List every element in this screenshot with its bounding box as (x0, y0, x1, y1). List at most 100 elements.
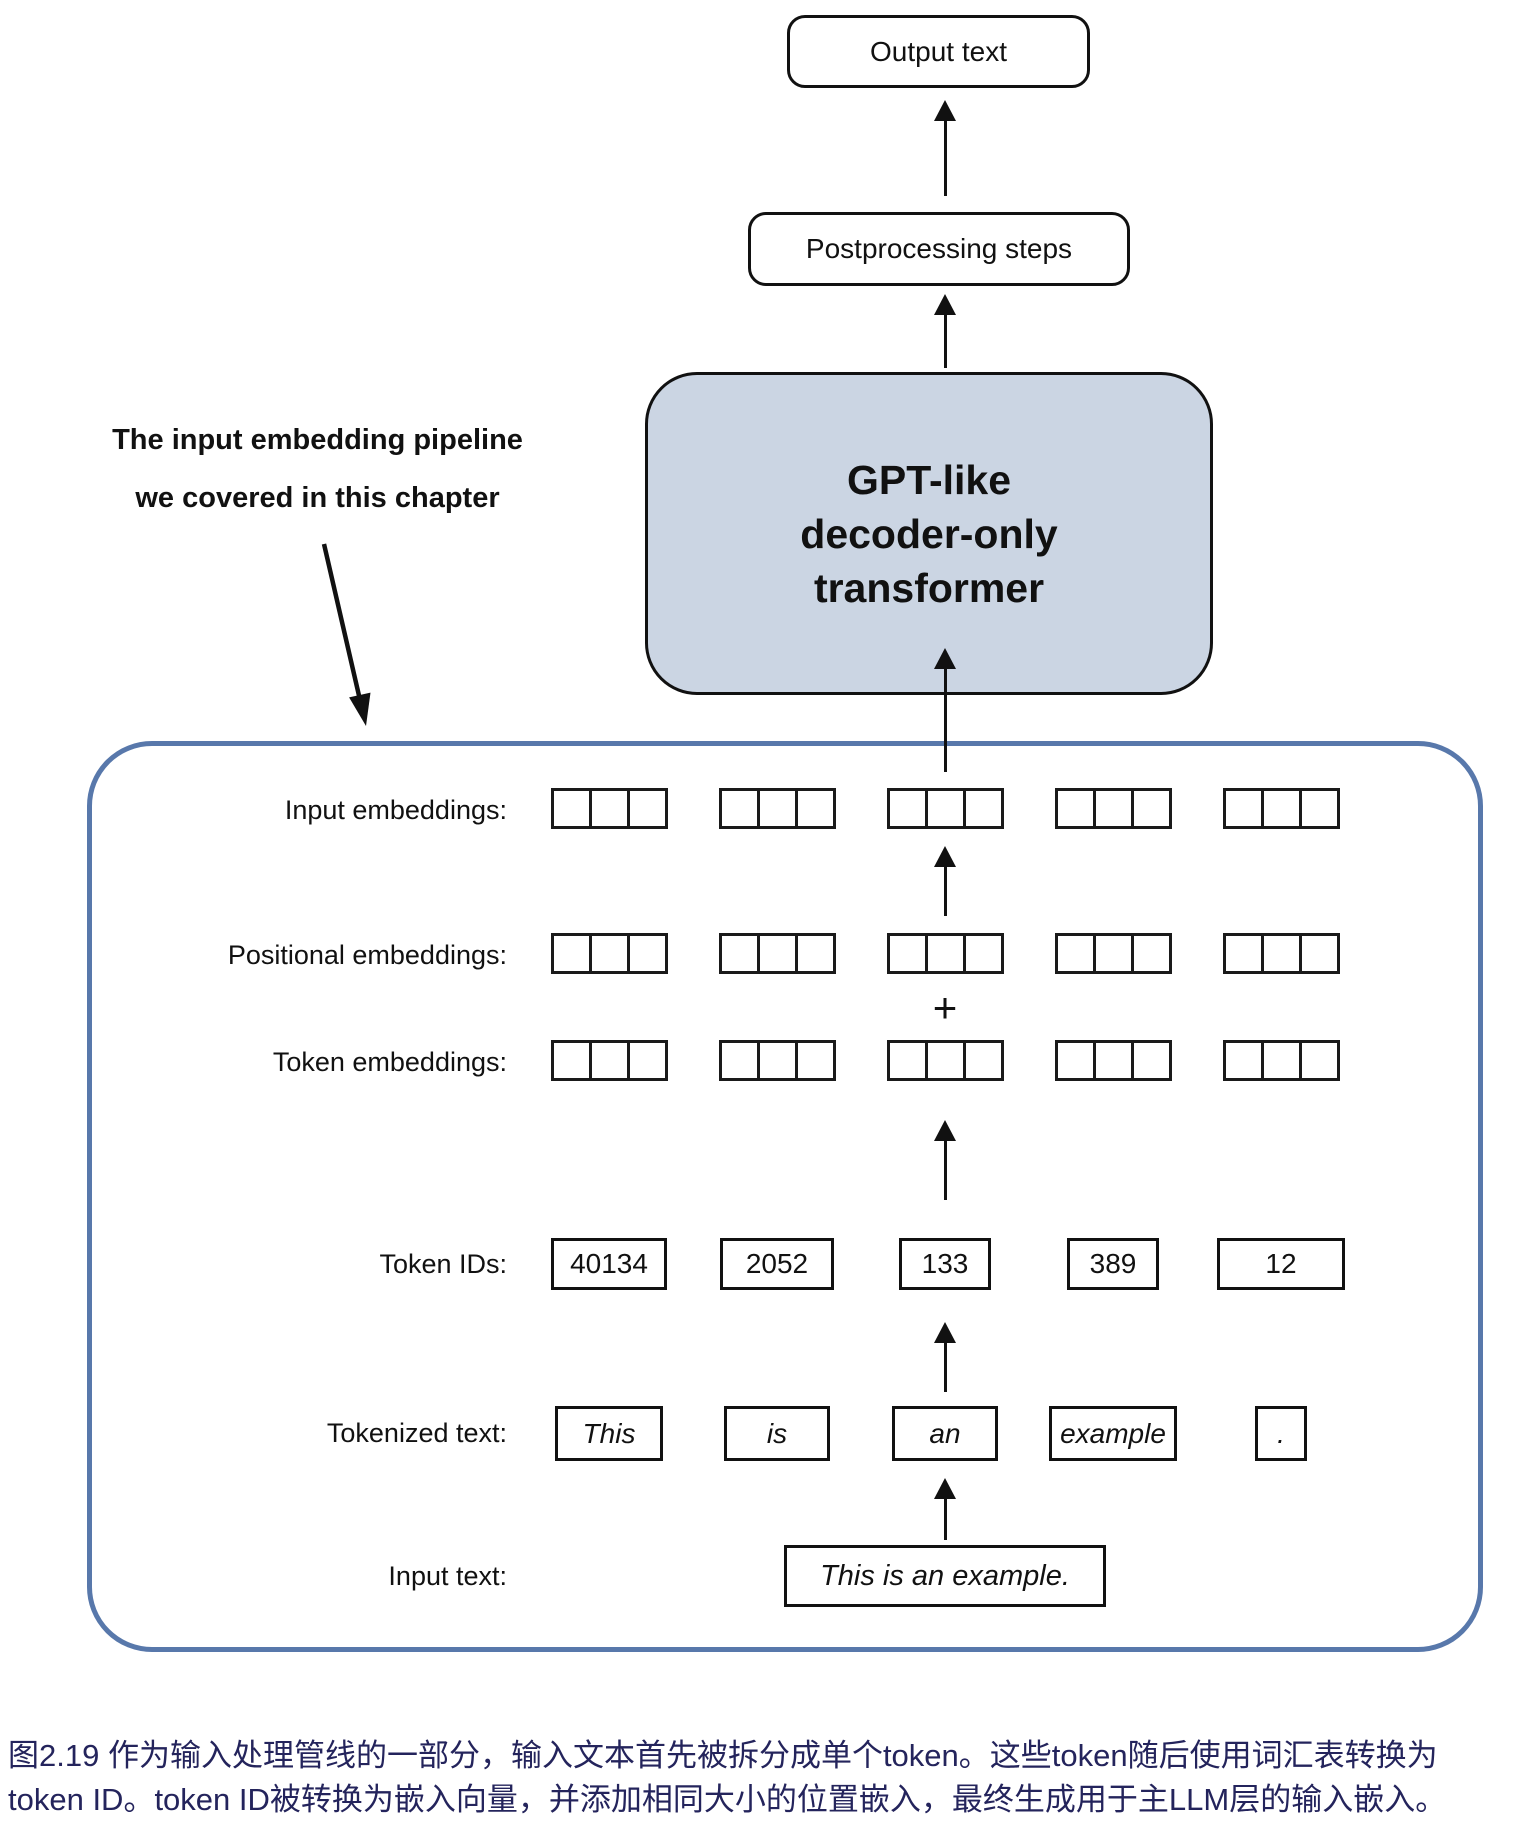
token-box: example (1049, 1406, 1177, 1461)
annotation-arrow (321, 543, 371, 726)
embedding-vector (1049, 1040, 1177, 1081)
postprocessing-steps-box: Postprocessing steps (748, 212, 1130, 286)
token-box: This (555, 1406, 663, 1461)
embedding-vector (1217, 788, 1345, 829)
token-embeddings-label: Token embeddings: (272, 1047, 507, 1077)
embedding-cell (1260, 1040, 1302, 1081)
arrow-embeddings-to-gpt (934, 648, 956, 772)
arrowhead-up-icon (934, 294, 956, 315)
embedding-cell (1092, 788, 1134, 829)
embedding-cell (550, 788, 592, 829)
embedding-cell (1298, 1040, 1340, 1081)
embedding-vector (881, 788, 1009, 829)
embedding-cell (1054, 933, 1096, 974)
embedding-cell (550, 933, 592, 974)
embedding-cell (756, 788, 798, 829)
embedding-cell (588, 933, 630, 974)
embedding-cell (1130, 933, 1172, 974)
token-id-box: 2052 (720, 1238, 834, 1290)
token-box: an (892, 1406, 998, 1461)
arrow-postprocessing-to-output (934, 100, 956, 196)
embedding-cell (1222, 788, 1264, 829)
gpt-box-line-2: decoder-only (800, 510, 1058, 557)
embedding-cell (550, 1040, 592, 1081)
embedding-cell (794, 933, 836, 974)
embedding-cell (718, 1040, 760, 1081)
token-embeddings-vectors (545, 1040, 1345, 1081)
embedding-cell (1222, 1040, 1264, 1081)
embedding-vector (881, 933, 1009, 974)
tokenized-text-label: Tokenized text: (326, 1418, 507, 1448)
arrowhead-up-icon (934, 1478, 956, 1499)
gpt-box-line-1: GPT-like (846, 456, 1012, 503)
input-embeddings-label: Input embeddings: (284, 795, 507, 825)
token-id-box: 12 (1217, 1238, 1345, 1290)
embedding-cell (886, 933, 928, 974)
arrow-inputtext-to-tokens (934, 1478, 956, 1540)
embedding-cell (1054, 788, 1096, 829)
embedding-cell (588, 788, 630, 829)
token-ids-label: Token IDs: (379, 1249, 507, 1279)
embedding-cell (1092, 933, 1134, 974)
token-boxes: This is an example . (545, 1406, 1345, 1461)
arrowhead-up-icon (934, 1120, 956, 1141)
embedding-cell (924, 788, 966, 829)
arrow-ids-to-token-embeddings (934, 1120, 956, 1200)
token-id-box: 40134 (551, 1238, 667, 1290)
embedding-cell (1130, 788, 1172, 829)
embedding-cell (924, 1040, 966, 1081)
embedding-cell (626, 933, 668, 974)
token-box: . (1255, 1406, 1307, 1461)
embedding-vector (1217, 1040, 1345, 1081)
positional-embeddings-vectors (545, 933, 1345, 974)
embedding-cell (718, 788, 760, 829)
embedding-cell (1092, 1040, 1134, 1081)
embedding-vector (713, 933, 841, 974)
embedding-vector (1217, 933, 1345, 974)
embedding-cell (1298, 933, 1340, 974)
input-embeddings-vectors (545, 788, 1345, 829)
embedding-vector (713, 1040, 841, 1081)
embedding-cell (626, 788, 668, 829)
caption-line-1: 图2.19 作为输入处理管线的一部分，输入文本首先被拆分成单个token。这些t… (8, 1738, 1438, 1773)
embedding-cell (962, 788, 1004, 829)
embedding-cell (756, 1040, 798, 1081)
annotation-line-1: The input embedding pipeline (112, 424, 523, 456)
embedding-cell (588, 1040, 630, 1081)
arrowhead-up-icon (934, 1322, 956, 1343)
embedding-vector (881, 1040, 1009, 1081)
embedding-vector (545, 1040, 673, 1081)
token-id-box: 133 (899, 1238, 991, 1290)
embedding-vector (545, 788, 673, 829)
embedding-cell (1130, 1040, 1172, 1081)
embedding-cell (1298, 788, 1340, 829)
embedding-vector (1049, 788, 1177, 829)
embedding-cell (924, 933, 966, 974)
arrowhead-up-icon (934, 648, 956, 669)
plus-sign: + (932, 984, 958, 1031)
embedding-vector (545, 933, 673, 974)
arrow-gpt-to-postprocessing (934, 294, 956, 368)
pipeline-container (87, 741, 1483, 1652)
input-text-label: Input text: (388, 1561, 507, 1591)
embedding-cell (794, 788, 836, 829)
input-text-box: This is an example. (784, 1545, 1106, 1607)
caption-line-2: token ID。token ID被转换为嵌入向量，并添加相同大小的位置嵌入，最… (8, 1782, 1447, 1817)
embedding-cell (962, 1040, 1004, 1081)
arrow-tokens-to-ids (934, 1322, 956, 1392)
embedding-vector (713, 788, 841, 829)
embedding-cell (794, 1040, 836, 1081)
embedding-cell (718, 933, 760, 974)
token-box: is (724, 1406, 830, 1461)
gpt-box-line-3: transformer (813, 564, 1045, 611)
figure-caption: 图2.19 作为输入处理管线的一部分，输入文本首先被拆分成单个token。这些t… (8, 1734, 1510, 1822)
embedding-cell (1260, 788, 1302, 829)
embedding-cell (626, 1040, 668, 1081)
embedding-cell (962, 933, 1004, 974)
arrow-positional-to-input-embeddings (934, 846, 956, 916)
output-text-label: Output text (870, 35, 1007, 67)
output-text-box: Output text (787, 15, 1090, 88)
embedding-cell (756, 933, 798, 974)
embedding-cell (1054, 1040, 1096, 1081)
